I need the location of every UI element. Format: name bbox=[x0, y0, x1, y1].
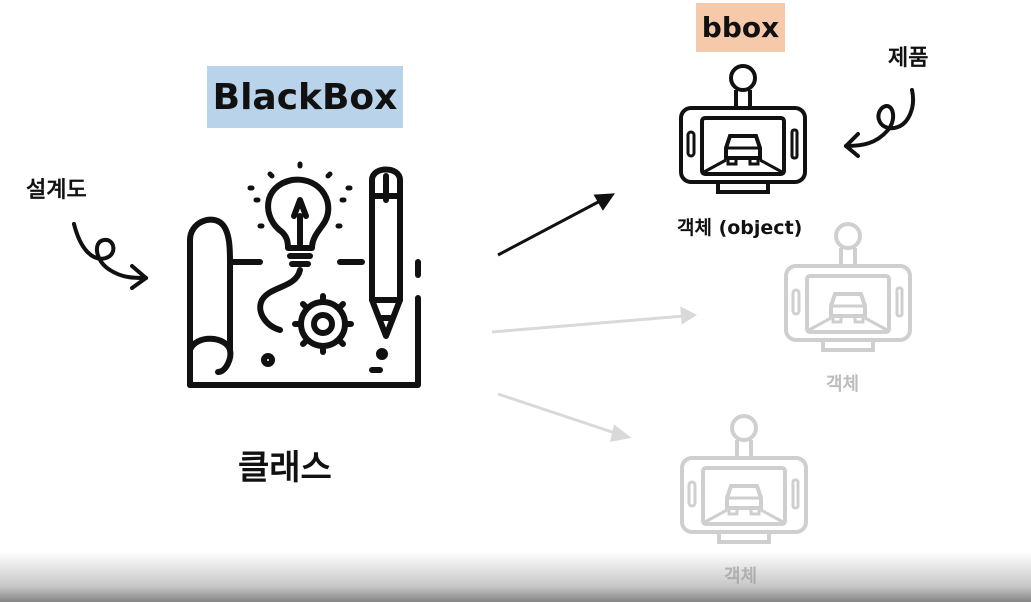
product-label: 제품 bbox=[888, 46, 929, 71]
blueprint-label: 설계도 bbox=[26, 178, 87, 203]
object-dashcam-faded-icon-2 bbox=[680, 414, 808, 544]
object-label-main: 객체 (object) bbox=[677, 217, 803, 239]
instance-name-label: bbox bbox=[701, 11, 780, 44]
product-curly-arrow bbox=[844, 88, 915, 158]
class-name-highlight bbox=[207, 66, 403, 128]
blueprint-curly-arrow bbox=[72, 222, 148, 290]
instantiate-arrow-main bbox=[497, 193, 615, 257]
instance-name-highlight bbox=[696, 3, 785, 52]
class-label: 클래스 bbox=[238, 448, 332, 488]
object-dashcam-faded-icon-1 bbox=[784, 222, 912, 352]
instantiate-arrow-faded-1 bbox=[491, 306, 698, 334]
instantiate-arrow-faded-2 bbox=[497, 392, 632, 442]
object-dashcam-icon bbox=[679, 64, 807, 194]
object-label-faded-1: 객체 bbox=[826, 374, 860, 395]
class-name-label: BlackBox bbox=[212, 76, 398, 118]
blueprint-icon bbox=[187, 161, 421, 388]
bottom-shadow bbox=[0, 552, 1031, 602]
